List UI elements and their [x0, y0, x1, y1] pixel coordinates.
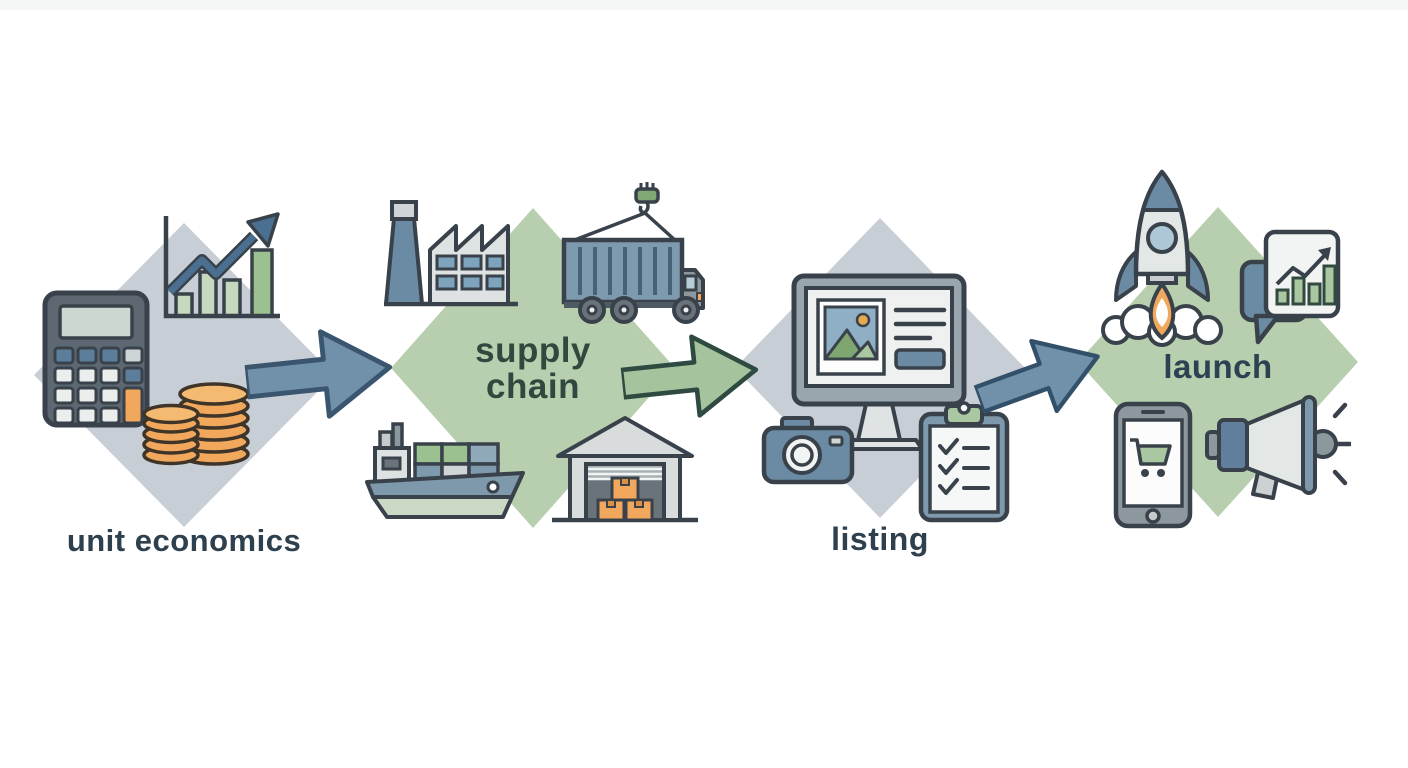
arrow-listing-to-launch [972, 338, 1100, 414]
arrow-unit-economics-to-supply-chain [242, 329, 393, 419]
container-truck-crane-icon [561, 182, 705, 324]
stage-label-supply-chain: supply chain [475, 333, 591, 405]
factory-icon [384, 200, 518, 307]
calculator-icon [42, 290, 150, 428]
growth-bar-chart-icon [163, 212, 280, 319]
stage-label-unit-economics: unit economics [66, 523, 302, 558]
stage-label-supply-chain-line1: supply [475, 331, 591, 370]
camera-icon [761, 416, 855, 485]
checklist-clipboard-icon [918, 401, 1010, 523]
megaphone-icon [1205, 395, 1351, 500]
stage-label-launch: launch [1163, 348, 1273, 385]
top-border-strip [0, 0, 1408, 10]
coin-stacks-icon [142, 382, 250, 466]
chart-speech-bubble-icon [1239, 229, 1341, 345]
stage-label-supply-chain-line2: chain [486, 367, 580, 406]
monitor-product-page-icon [791, 273, 967, 451]
arrow-supply-chain-to-listing [618, 334, 759, 418]
phone-shopping-cart-icon [1113, 401, 1193, 529]
stage-label-listing: listing [831, 521, 929, 557]
rocket-launch-icon [1101, 169, 1223, 347]
warehouse-icon [552, 416, 698, 523]
cargo-ship-icon [365, 422, 525, 519]
